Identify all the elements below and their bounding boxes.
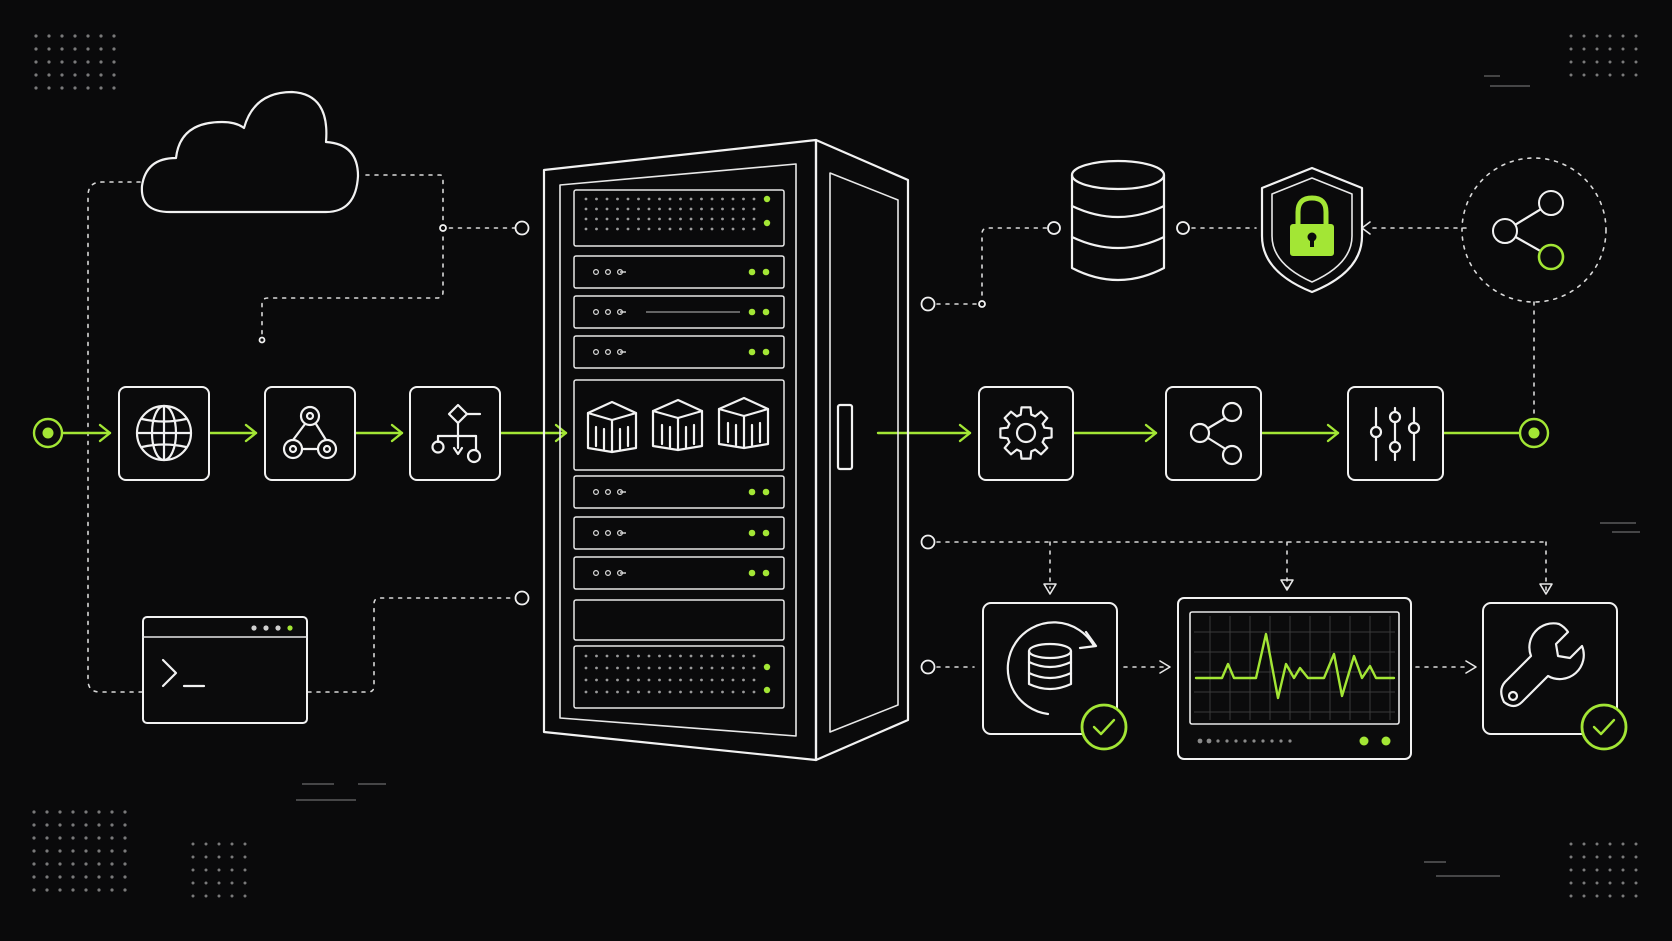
dot-grid-bottom-left [32, 810, 127, 892]
rack-front-panel [573, 189, 785, 709]
globe-icon [135, 404, 193, 462]
server-rack-icon [542, 138, 910, 762]
gear-icon [999, 406, 1053, 460]
sliders-icon [1369, 406, 1421, 462]
monitor-status-bar [1197, 736, 1391, 746]
wrench-box[interactable] [1482, 602, 1618, 735]
dot-grid-bottom-left-2 [191, 842, 247, 898]
lock-shield-icon [1260, 166, 1364, 294]
share-nodes-icon [1492, 190, 1565, 271]
gear-box[interactable] [978, 386, 1074, 481]
check-circle-icon [1080, 703, 1128, 751]
end-node [1518, 417, 1550, 449]
share-circle-icon [1461, 157, 1607, 303]
decorative-dashes [296, 75, 1640, 877]
container-cube-icon [586, 400, 638, 454]
share-nodes-icon [1189, 401, 1243, 466]
green-flow-output [876, 423, 1524, 443]
database-sync-box[interactable] [982, 602, 1118, 735]
green-flow-input [60, 423, 568, 443]
workflow-box[interactable] [409, 386, 501, 481]
monitor-grid [1194, 616, 1395, 720]
wrench-icon [1500, 622, 1585, 708]
start-node [32, 417, 64, 449]
dot-grid-top-left [34, 34, 116, 90]
container-cube-icon [651, 398, 704, 452]
check-circle-icon [1580, 703, 1628, 751]
dot-grid-top-right [1569, 34, 1638, 77]
cloud-icon [140, 90, 360, 214]
connector-ports [258, 220, 1190, 675]
workflow-icon [431, 403, 482, 464]
sliders-box[interactable] [1347, 386, 1444, 481]
database-icon [1070, 159, 1166, 282]
webhook-box[interactable] [264, 386, 356, 481]
database-sync-icon [1006, 621, 1098, 716]
pulse-monitor-box[interactable] [1177, 597, 1412, 760]
terminal-window-icon [142, 616, 308, 724]
globe-box[interactable] [118, 386, 210, 481]
pulse-monitor-icon [1194, 632, 1396, 700]
webhook-icon [282, 405, 338, 460]
share-box[interactable] [1165, 386, 1262, 481]
container-cube-icon [717, 396, 770, 450]
dot-grid-bottom-right [1569, 842, 1638, 898]
